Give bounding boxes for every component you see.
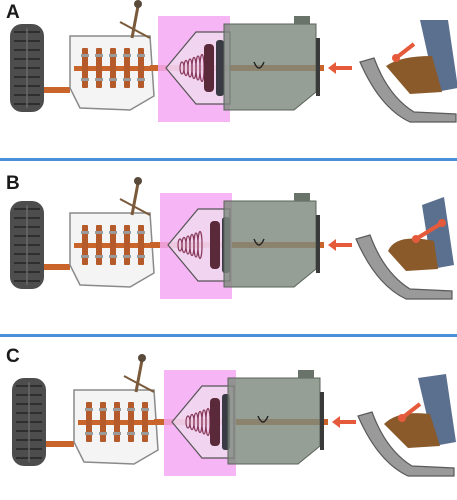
drivetrain-diagram-c [12,354,456,477]
clutch-pedal-icon [357,411,455,477]
axle-shaft [44,264,70,270]
engine-icon [227,370,324,465]
force-arrow-icon [328,62,352,74]
engine-icon [223,193,320,288]
panel-letter: B [6,173,20,194]
gear-lever-icon [119,0,151,39]
gearbox-icon [69,35,156,111]
panel-letter: A [6,2,20,23]
panel-c: C [0,338,457,500]
panel-b: B [0,163,457,333]
wheel-icon [10,24,44,112]
gear-lever-icon [119,177,151,216]
clutch-spring [179,53,205,83]
driver-foot-icon [386,20,457,94]
force-arrow-icon [332,416,356,428]
foot-arrow-icon [392,42,416,62]
panel-a: A [0,0,457,158]
drivetrain-diagram-b [10,177,454,300]
clutch-spring [177,230,203,260]
foot-arrow-icon [412,219,446,243]
panel-letter: C [6,346,20,367]
wheel-icon [12,378,46,466]
panel-divider [0,334,457,337]
clutch-disc-icon [204,40,224,96]
wheel-icon [10,201,44,289]
axle-shaft [44,87,70,93]
force-arrow-icon [328,239,352,251]
clutch-disc-icon [210,394,230,450]
driver-foot-icon [384,374,456,448]
panel-divider [0,158,457,161]
axle-shaft [46,441,74,447]
engine-icon [223,16,320,111]
clutch-pedal-icon [359,57,457,123]
drivetrain-diagram-a [10,0,457,123]
clutch-pedal-icon [355,234,453,300]
foot-arrow-icon [398,402,422,422]
gearbox-icon [73,389,160,465]
gearbox-icon [69,212,156,288]
driver-foot-icon [388,197,454,271]
gear-lever-icon [123,354,155,393]
